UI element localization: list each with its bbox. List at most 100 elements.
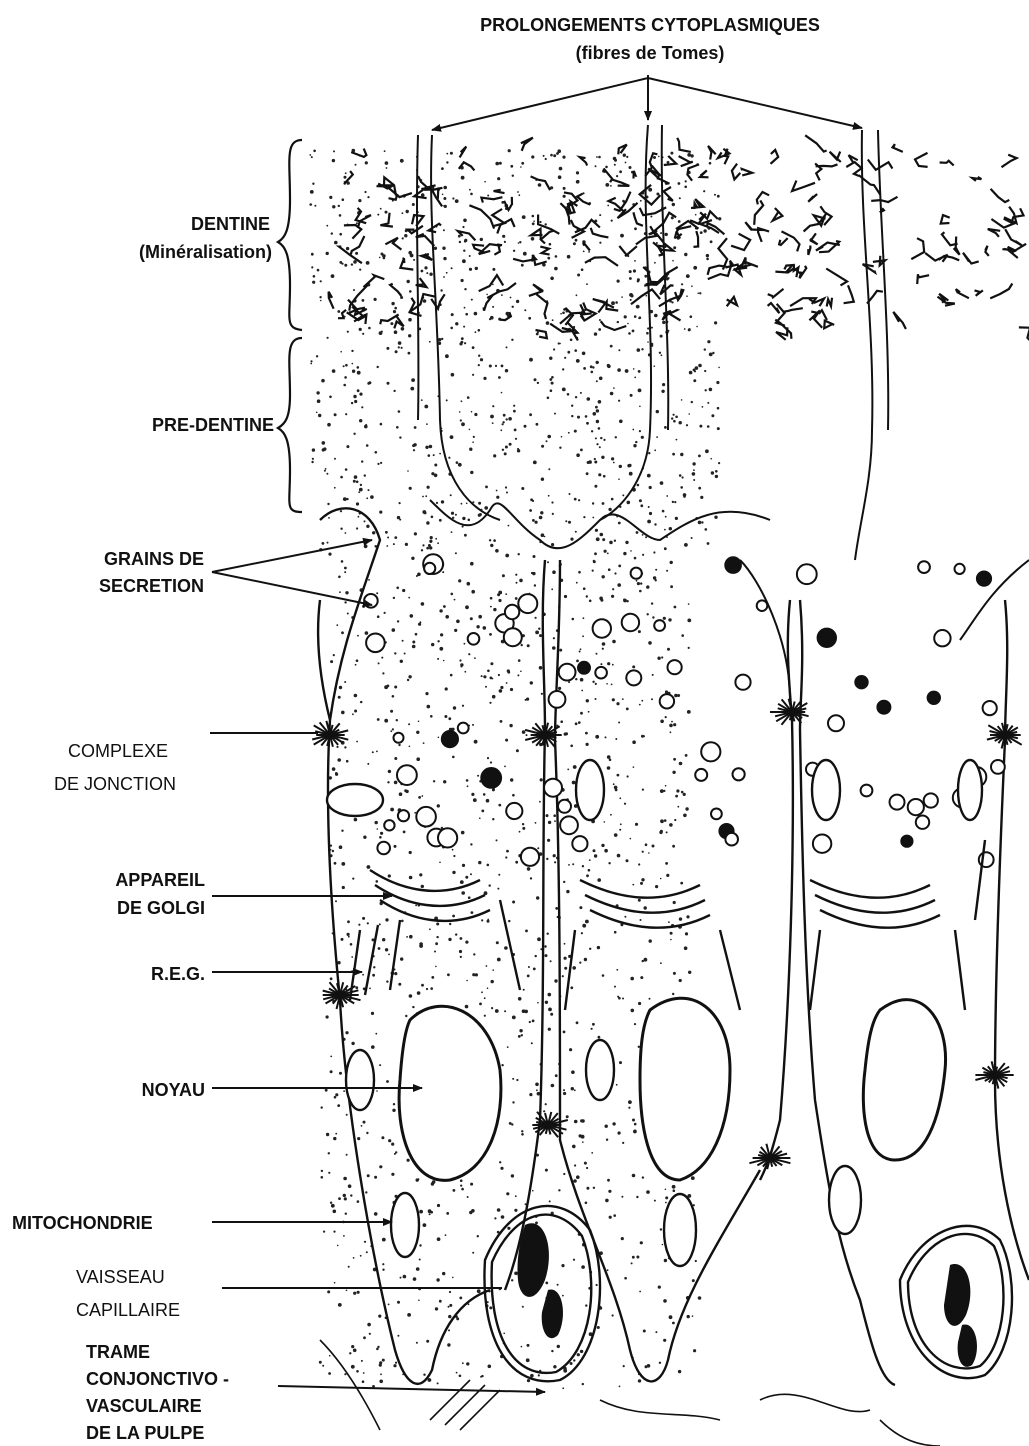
stipple-dot bbox=[413, 259, 415, 261]
stipple-dot bbox=[528, 317, 531, 320]
stipple-dot bbox=[351, 1345, 354, 1348]
stipple-dot bbox=[500, 720, 503, 723]
stipple-dot bbox=[364, 191, 366, 193]
stipple-dot bbox=[613, 1214, 616, 1217]
stipple-dot bbox=[512, 175, 514, 177]
stipple-dot bbox=[351, 402, 353, 404]
stipple-dot bbox=[366, 497, 368, 499]
stipple-dot bbox=[439, 862, 441, 864]
dentine-fibre-scribble bbox=[844, 285, 854, 303]
layer-brackets bbox=[278, 140, 302, 512]
stipple-dot bbox=[576, 453, 580, 457]
stipple-dot bbox=[506, 850, 509, 853]
stipple-dot bbox=[539, 666, 543, 670]
stipple-dot bbox=[547, 933, 549, 935]
stipple-dot bbox=[654, 314, 658, 318]
dentine-fibre-scribble bbox=[631, 289, 660, 304]
stipple-dot bbox=[357, 635, 359, 637]
stipple-dot bbox=[381, 657, 383, 659]
stipple-dot bbox=[613, 462, 615, 464]
dentine-fibre-scribble bbox=[826, 269, 847, 286]
stipple-dot bbox=[660, 1228, 662, 1230]
stipple-dot bbox=[437, 1238, 440, 1241]
stipple-dot bbox=[651, 327, 653, 329]
stipple-dot bbox=[464, 240, 467, 243]
stipple-dot bbox=[569, 1048, 572, 1051]
stipple-dot bbox=[521, 162, 524, 165]
dentine-fibre-scribble bbox=[479, 275, 504, 291]
stipple-dot bbox=[460, 1185, 462, 1187]
stipple-dot bbox=[619, 170, 622, 173]
stipple-dot bbox=[343, 1194, 346, 1197]
stipple-dot bbox=[328, 553, 331, 556]
stipple-dot bbox=[478, 329, 481, 332]
stipple-dot bbox=[426, 272, 428, 274]
stipple-dot bbox=[312, 458, 314, 460]
stipple-dot bbox=[348, 936, 350, 938]
stipple-dot bbox=[590, 365, 593, 368]
stipple-dot bbox=[630, 838, 632, 840]
stipple-dot bbox=[461, 176, 465, 180]
stipple-dot bbox=[328, 1172, 330, 1174]
stipple-dot bbox=[366, 444, 369, 447]
secretion-granule bbox=[438, 828, 457, 847]
stipple-dot bbox=[660, 335, 663, 338]
stipple-dot bbox=[714, 321, 717, 324]
stipple-dot bbox=[341, 862, 345, 866]
stipple-dot bbox=[629, 472, 633, 476]
stipple-dot bbox=[645, 536, 647, 538]
stipple-dot bbox=[538, 183, 542, 187]
stipple-dot bbox=[350, 943, 353, 946]
stipple-dot bbox=[647, 1364, 651, 1368]
dentine-fibre-scribble bbox=[773, 208, 783, 221]
secretion-granule bbox=[733, 768, 745, 780]
stipple-dot bbox=[629, 270, 632, 273]
secretion-granule bbox=[626, 670, 641, 685]
stipple-dot bbox=[627, 323, 629, 325]
stipple-dot bbox=[617, 368, 621, 372]
secretion-granule bbox=[861, 785, 873, 797]
stipple-dot bbox=[531, 572, 533, 574]
stipple-dot bbox=[639, 590, 642, 593]
dentine-fibre-scribble bbox=[783, 308, 803, 312]
stipple-dot bbox=[700, 231, 703, 234]
secretion-granule bbox=[983, 701, 997, 715]
stipple-dot bbox=[605, 166, 608, 169]
stipple-dot bbox=[638, 1379, 641, 1382]
stipple-dot bbox=[652, 674, 654, 676]
stipple-dot bbox=[524, 1010, 528, 1014]
stipple-dot bbox=[427, 486, 430, 489]
stipple-dot bbox=[568, 432, 570, 434]
stipple-dot bbox=[481, 991, 483, 993]
dentine-fibre-scribble bbox=[664, 156, 676, 165]
stipple-dot bbox=[540, 511, 543, 514]
stipple-dot bbox=[492, 678, 494, 680]
stipple-dot bbox=[487, 670, 490, 673]
stipple-dot bbox=[582, 1383, 584, 1385]
stipple-dot bbox=[672, 1322, 675, 1325]
stipple-dot bbox=[437, 542, 439, 544]
stipple-dot bbox=[659, 352, 661, 354]
secretion-granule bbox=[458, 723, 469, 734]
stipple-dot bbox=[604, 821, 606, 823]
stipple-dot bbox=[570, 745, 573, 748]
stipple-dot bbox=[683, 495, 686, 498]
stipple-dot bbox=[640, 882, 643, 885]
stipple-dot bbox=[398, 410, 401, 413]
stipple-dot bbox=[486, 294, 488, 296]
stipple-dot bbox=[355, 986, 358, 989]
stipple-dot bbox=[481, 810, 484, 813]
stipple-dot bbox=[638, 863, 640, 865]
stipple-dot bbox=[664, 547, 667, 550]
stipple-dot bbox=[711, 414, 714, 417]
stipple-dot bbox=[412, 645, 416, 649]
stipple-dot bbox=[382, 1269, 384, 1271]
secretion-granule bbox=[916, 816, 929, 829]
stipple-dot bbox=[498, 804, 501, 807]
stipple-dot bbox=[490, 544, 493, 547]
stipple-dot bbox=[599, 446, 601, 448]
stipple-dot bbox=[386, 1080, 389, 1083]
stipple-dot bbox=[337, 1245, 339, 1247]
stipple-dot bbox=[335, 773, 338, 776]
stipple-dot bbox=[571, 405, 573, 407]
